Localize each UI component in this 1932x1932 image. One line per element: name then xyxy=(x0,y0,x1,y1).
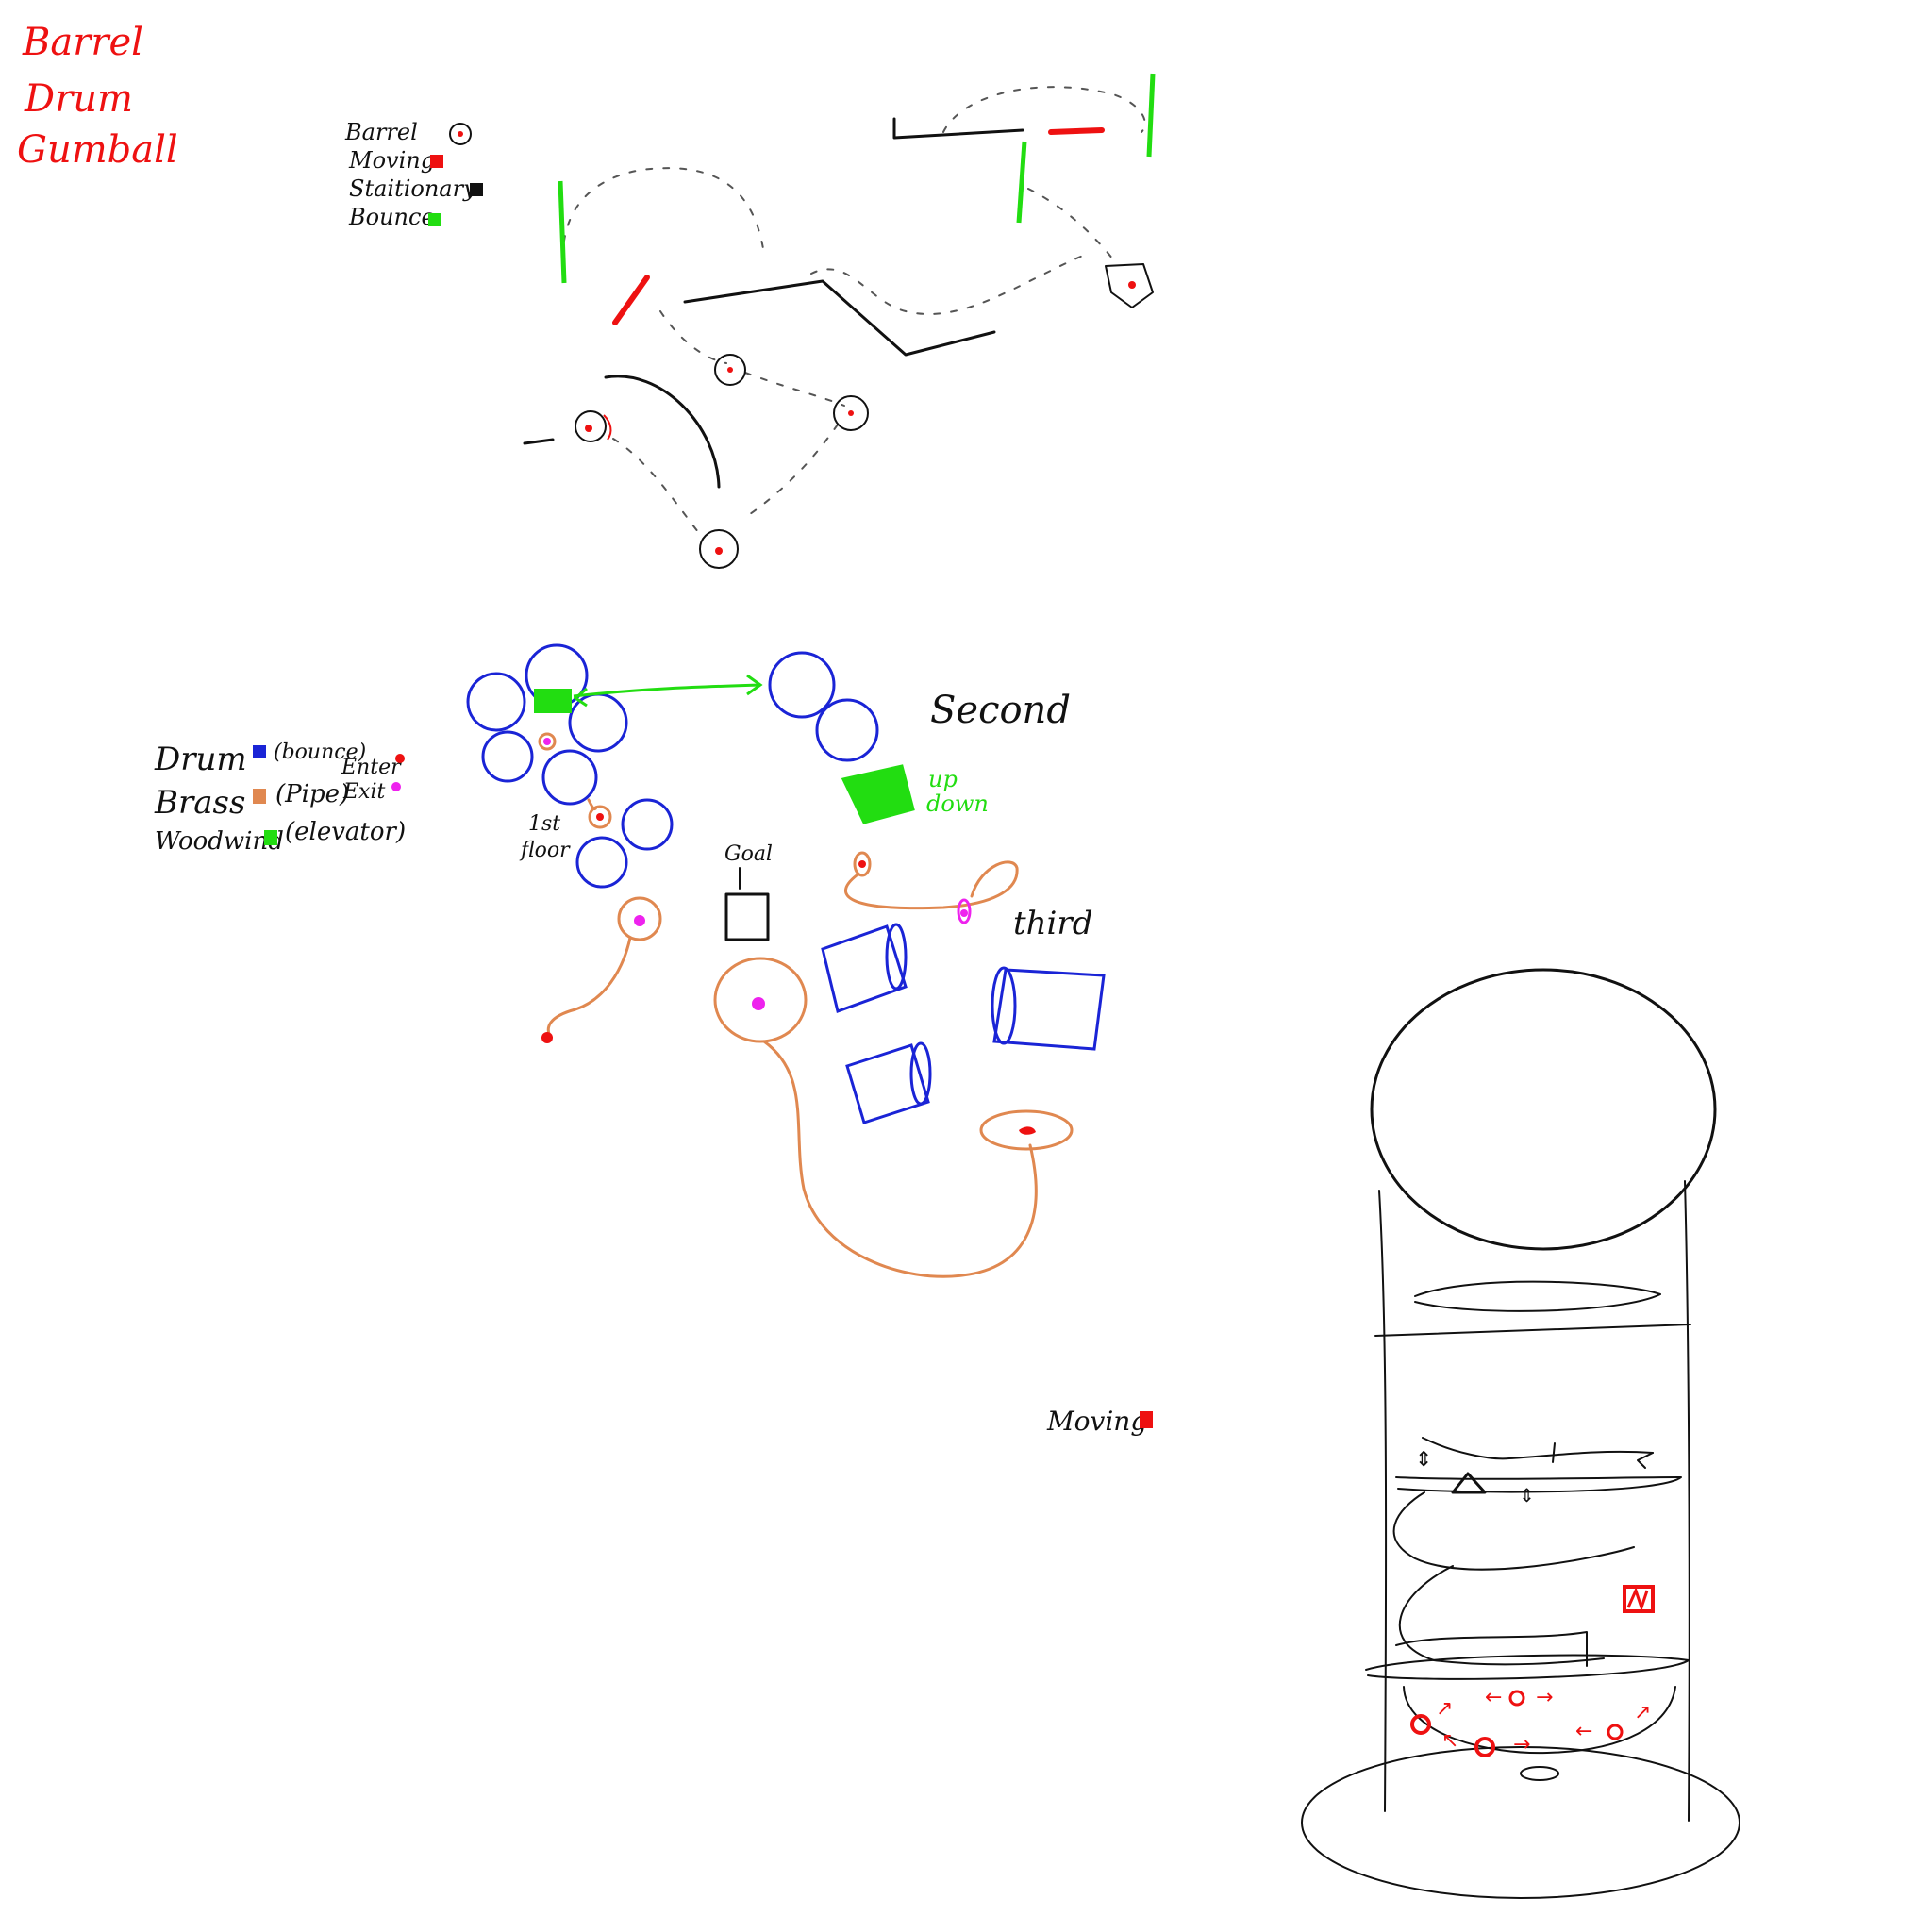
pipe-exit xyxy=(538,732,557,751)
stationary-platform xyxy=(892,117,1024,140)
gumball-column xyxy=(1378,1190,1388,1812)
drum xyxy=(575,836,628,889)
woodwind-elevator xyxy=(841,764,915,824)
barrel xyxy=(1105,263,1154,308)
legend-moving-swatch xyxy=(430,155,443,168)
legend-woodwind-note: (elevator) xyxy=(285,818,406,846)
barrel-legend: Barrel Moving Staitionary Bounce xyxy=(344,119,483,230)
barrel-icon xyxy=(449,123,472,145)
elevator-down-label: down xyxy=(926,791,989,817)
trajectory-path xyxy=(744,372,845,407)
stationary-platform xyxy=(683,279,996,357)
pipe-enter xyxy=(588,805,612,829)
legend-bounce-label: Bounce xyxy=(348,204,435,230)
legend-gumball-moving-swatch xyxy=(1140,1411,1153,1428)
barrel-level-sketch xyxy=(523,73,1156,569)
svg-text:←: ← xyxy=(1485,1686,1502,1709)
legend-exit-dot xyxy=(391,782,401,791)
drum-level-sketch: 1st floor Second up down Goal third xyxy=(466,643,1106,1278)
legend-bounce-swatch xyxy=(428,213,441,226)
stationary-platform xyxy=(604,375,721,489)
header-drum: Drum xyxy=(24,77,133,121)
goal-label: Goal xyxy=(724,842,773,866)
bounce-wall xyxy=(558,180,567,284)
legend-brass-note: (Pipe) xyxy=(275,780,349,808)
trajectory-path xyxy=(749,424,839,515)
svg-text:→: → xyxy=(1513,1733,1530,1757)
moving-bar xyxy=(612,275,650,325)
svg-text:↗: ↗ xyxy=(1634,1701,1651,1724)
second-floor-label: Second xyxy=(930,689,1071,732)
legend-drum-label: Drum xyxy=(154,741,247,778)
gumball-globe xyxy=(1370,968,1717,1251)
legend-drum-note: (bounce) xyxy=(274,741,366,764)
header-gumball: Gumball xyxy=(17,128,178,172)
legend-drum-swatch xyxy=(253,745,266,758)
moving-gumball xyxy=(1410,1690,1624,1757)
drum xyxy=(768,651,836,719)
drum xyxy=(541,749,598,806)
svg-text:↖: ↖ xyxy=(1441,1729,1458,1753)
drum xyxy=(481,730,534,783)
updown-arrow-icon: ⇕ xyxy=(1519,1484,1535,1507)
legend-moving-label: Moving xyxy=(348,147,435,174)
brass-pipe xyxy=(541,896,662,1043)
svg-text:←: ← xyxy=(1575,1720,1592,1743)
drum xyxy=(621,798,674,851)
trajectory-path xyxy=(942,86,1146,133)
barrel xyxy=(714,354,746,386)
legend-brass-label: Brass xyxy=(154,784,245,822)
trajectory-path xyxy=(1027,188,1114,260)
drum xyxy=(845,1041,932,1124)
legend-stationary-label: Staitionary xyxy=(349,175,476,202)
bounce-wall xyxy=(1016,141,1027,224)
trajectory-path xyxy=(561,167,765,276)
legend-woodwind-label: Woodwind xyxy=(155,827,284,856)
movement-arrow-icon: ↗ ← → ↖ → ← ↗ xyxy=(1436,1686,1651,1757)
trajectory-path xyxy=(659,310,727,364)
legend-gumball-moving-label: Moving xyxy=(1046,1406,1147,1437)
barrel xyxy=(833,395,869,431)
first-floor-label: 1st xyxy=(528,812,560,836)
bounce-wall xyxy=(1146,73,1156,158)
third-floor-label: third xyxy=(1013,905,1092,942)
legend-exit-label: Exit xyxy=(342,780,386,804)
legend-brass-swatch xyxy=(253,789,266,804)
brass-pipe xyxy=(713,957,1074,1278)
drum xyxy=(466,672,526,732)
trajectory-path xyxy=(810,254,1086,315)
drum-legend: Drum (bounce) Brass (Pipe) Enter Exit Wo… xyxy=(154,741,406,856)
woodwind-elevator xyxy=(534,689,572,713)
brass-pipe xyxy=(844,851,1019,924)
stationary-platform xyxy=(523,438,555,445)
legend-stationary-swatch xyxy=(470,183,483,196)
barrel xyxy=(699,529,739,569)
triangle-marker xyxy=(1451,1472,1487,1494)
header-title-block: Barrel Drum Gumball xyxy=(17,21,178,172)
gumball-legend: Moving xyxy=(1046,1406,1153,1437)
elevator-up-label: up xyxy=(928,766,958,792)
legend-enter-label: Enter xyxy=(341,756,402,779)
goal-box xyxy=(724,892,770,941)
legend-barrel-label: Barrel xyxy=(344,119,418,145)
barrel xyxy=(575,410,612,442)
trajectory-path xyxy=(612,438,704,539)
elevator-arrow xyxy=(573,683,761,698)
first-floor-label: floor xyxy=(519,839,571,862)
legend-enter-dot xyxy=(395,754,405,763)
drum xyxy=(991,966,1106,1051)
drum xyxy=(821,923,908,1013)
gumball-machine-sketch: ⇕ ⇕ ↗ ← → ↖ → ← ↗ xyxy=(1301,968,1740,1899)
moving-bar xyxy=(1048,127,1105,135)
drum xyxy=(568,692,628,753)
svg-text:→: → xyxy=(1536,1686,1553,1709)
legend-woodwind-swatch xyxy=(264,830,277,845)
svg-text:↗: ↗ xyxy=(1436,1697,1453,1721)
gumball-base xyxy=(1301,1746,1740,1899)
moving-block xyxy=(1623,1585,1655,1613)
drum xyxy=(815,698,879,762)
updown-arrow-icon: ⇕ xyxy=(1415,1448,1432,1472)
header-barrel: Barrel xyxy=(22,21,143,64)
